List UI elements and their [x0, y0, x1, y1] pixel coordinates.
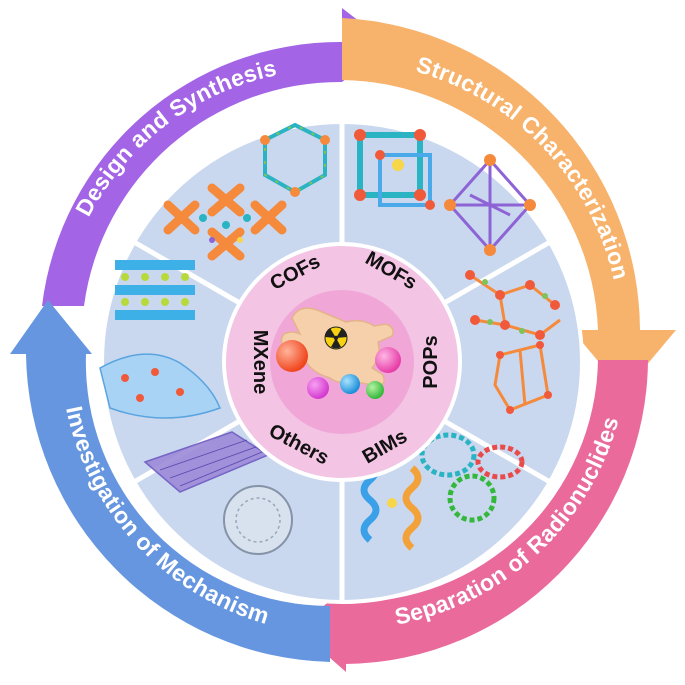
cof-illustration — [163, 122, 330, 261]
ion-ball-red — [276, 340, 308, 372]
others-fullerene-cage — [223, 485, 293, 555]
others-illustration — [143, 431, 293, 555]
cof-node — [320, 135, 330, 145]
arrow-investigation-mechanism — [10, 300, 330, 662]
mof-cube-front — [357, 132, 423, 198]
ion-ball-blue — [340, 374, 360, 394]
ion-ball-pink — [375, 347, 401, 373]
mxene-illustration — [99, 260, 221, 419]
cof-hexagon-orange — [264, 123, 326, 194]
cycle-arrows — [10, 8, 676, 672]
cof-node — [290, 187, 300, 197]
inner-disc: COFs MOFs POPs BIMs Others MXene — [99, 120, 584, 604]
radiation-hazard-icon — [324, 326, 348, 350]
mof-cube-back — [378, 153, 432, 207]
segment-label-mxene: MXene — [249, 330, 271, 394]
center-hand-illustration — [276, 307, 401, 399]
bim-dna-ring-teal — [419, 432, 477, 478]
cof-x-linkers — [163, 183, 287, 261]
mof-guest-ion — [392, 159, 404, 171]
pop-side-beads — [482, 279, 548, 334]
arrow-separation-radionuclides — [296, 360, 648, 672]
segment-label-pops: POPs — [420, 335, 442, 388]
ion-ball-green — [366, 381, 384, 399]
bim-metal-ion — [387, 498, 397, 508]
bim-dna-ring-green — [447, 473, 497, 523]
mxene-rolled-sheet — [99, 353, 221, 419]
bim-protein-helix-2 — [402, 465, 422, 551]
others-fullerene-inner — [235, 497, 281, 543]
arrow-structural-characterization — [342, 18, 676, 392]
cof-node — [260, 135, 270, 145]
arrow-design-synthesis — [42, 8, 390, 306]
others-graphene-grid — [159, 439, 263, 487]
mof-octahedron-nodes — [444, 154, 536, 256]
pop-cage-nodes — [496, 341, 552, 414]
pop-illustration — [465, 270, 561, 414]
mof-illustration — [354, 129, 536, 256]
pop-nodes — [465, 270, 560, 340]
mxene-interlayer-atoms — [121, 273, 189, 306]
pop-cage — [493, 343, 550, 412]
mxene-layer — [115, 260, 195, 270]
mxene-layer — [115, 310, 195, 320]
mof-nodes — [354, 129, 435, 210]
mxene-layer — [115, 285, 195, 295]
bim-dna-ring-red — [475, 444, 525, 480]
cof-beads — [199, 214, 251, 243]
ion-ball-magenta — [307, 377, 329, 399]
mxene-adsorbed-ions — [121, 368, 184, 402]
